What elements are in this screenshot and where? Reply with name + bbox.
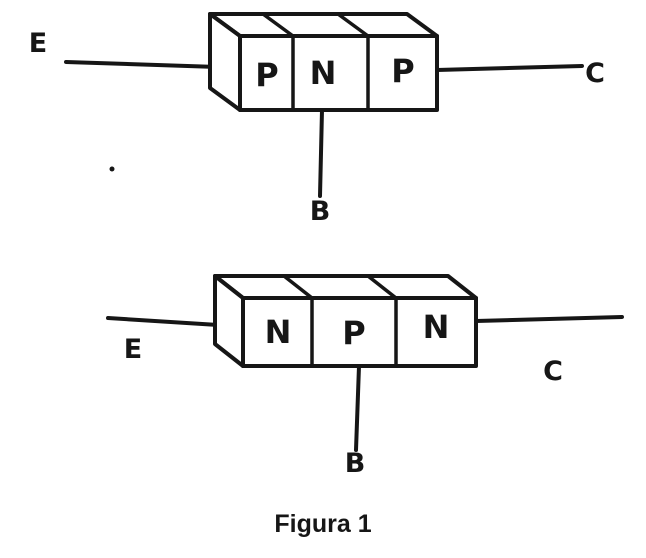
pnp-collector-lead [435,64,584,72]
stray-mark [109,166,115,172]
npn-emitter-label: E [124,334,142,365]
pnp-transistor-diagram: E P N P C B [29,12,605,227]
npn-segment-label-2: P [342,314,365,352]
figure-caption: Figura 1 [274,510,371,538]
pnp-segment-label-1: P [255,56,278,94]
npn-base-label: B [345,448,366,479]
npn-box-front-face [241,296,478,368]
npn-box-top-face [213,274,478,300]
pnp-top-divider-2 [336,12,370,38]
npn-transistor-diagram: E N P N C B [106,274,624,479]
npn-segment-label-1: N [265,313,292,351]
pnp-box-top-face [208,12,439,38]
npn-segment-label-3: N [423,308,450,346]
npn-top-divider-1 [282,274,314,300]
npn-top-divider-2 [366,274,398,300]
pnp-base-label: B [310,196,331,227]
pnp-box-front-face [238,34,439,112]
pnp-emitter-label: E [29,28,47,59]
pnp-segment-label-3: P [391,52,414,90]
pnp-base-lead [318,108,324,198]
pnp-top-divider-1 [261,12,295,38]
pnp-collector-label: C [585,58,605,89]
npn-collector-lead [474,315,624,323]
pnp-segment-label-2: N [310,54,337,92]
npn-base-lead [354,364,361,452]
npn-collector-label: C [543,356,563,387]
